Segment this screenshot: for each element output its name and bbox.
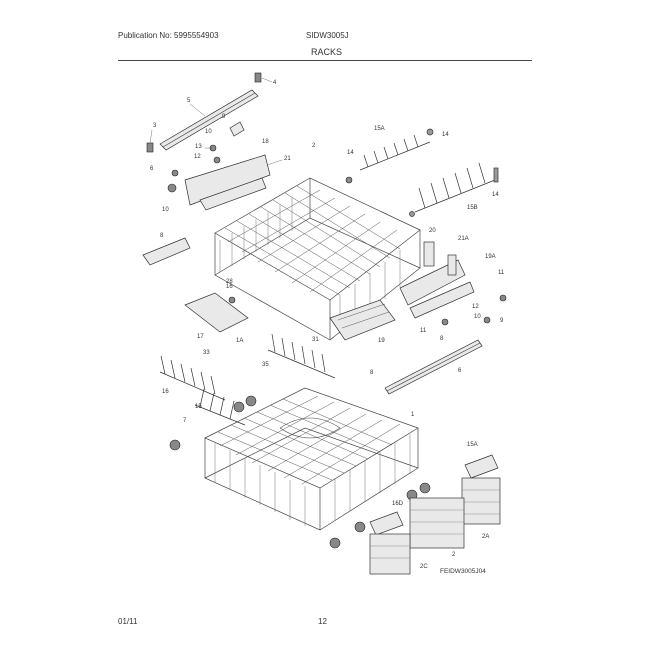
callout-16: 16 [226,284,233,290]
adjuster-part-13 [205,121,245,164]
callout-10-c: 10 [474,314,481,320]
upper-rack-part-2 [214,177,421,341]
basket-lid-part-15a [464,454,499,479]
rack-bracket-part-17 [184,292,249,333]
adjuster-arm-part-20 [423,241,457,276]
lower-rail-part-6 [384,339,483,395]
clip-part-3 [146,129,154,153]
rail-end-stop-part-4 [254,72,273,83]
callout-33: 33 [203,350,210,356]
footer-page-number: 12 [318,617,327,626]
callout-10-b: 10 [162,207,169,213]
callout-18: 18 [262,139,269,145]
callout-9-b: 9 [500,318,504,324]
adjuster-bracket-part-21 [184,154,283,211]
header-divider [118,60,532,61]
callout-13: 13 [195,144,202,150]
callout-12-b: 12 [472,304,479,310]
tine-row-part-33 [159,355,246,426]
callout-6: 6 [150,166,154,172]
callout-11: 11 [498,270,505,276]
callout-4: 4 [273,80,277,86]
callout-14-a: 14 [347,150,354,156]
basket-part-2 [409,497,465,549]
cutlery-tray-part-18 [329,299,396,341]
footer-date: 01/11 [118,617,138,626]
callout-8-b: 8 [440,336,444,342]
model-number: SIDW3005J [306,31,349,40]
wheel-part-8 [245,395,257,407]
rail-clip-part-8 [142,237,191,266]
publication-number: Publication No: 5995554903 [118,31,219,40]
callout-3: 3 [153,123,157,129]
callout-2c: 2C [420,564,428,570]
callout-21a: 21A [458,236,469,242]
callout-11-b: 11 [420,328,427,334]
callout-28: 28 [226,279,233,285]
callout-9: 9 [222,114,226,120]
callout-2: 2 [312,143,316,149]
tine-row-part-31 [267,333,336,379]
callout-31: 31 [312,337,319,343]
callout-10-a: 10 [205,129,212,135]
wheel-part-15 [233,401,245,413]
callout-5: 5 [187,98,191,104]
callout-1a: 1A [236,338,243,344]
basket-part-2c [369,533,411,575]
basket-part-2a [461,477,501,525]
image-code: FEIDW3005J04 [440,568,486,575]
callout-21: 21 [284,156,291,162]
callout-20: 20 [429,228,436,234]
lower-rack-part-1 [204,387,419,531]
callout-labels: 4 5 3 10 13 12 9 6 21 10 8 18 2 16 15A 1… [150,80,505,570]
pivot-part-14 [345,176,353,184]
callout-16-b: 16 [162,389,169,395]
wheel-part-7 [169,439,181,451]
callout-14-b: 14 [442,132,449,138]
callout-15: 15 [195,404,202,410]
callout-12: 12 [194,154,201,160]
callout-19: 19 [378,338,385,344]
callout-2-b: 2 [452,552,456,558]
callout-6-b: 6 [458,368,462,374]
lower-wheel-d [419,482,431,494]
tine-row-part-15b [409,162,499,217]
callout-15a: 15A [374,126,385,132]
callout-2a: 2A [482,534,489,540]
callout-8: 8 [160,233,164,239]
callout-16d: 16D [392,501,404,507]
callout-8-c: 8 [370,370,374,376]
callout-7: 7 [183,418,187,424]
basket-lid-part-16d [369,511,404,536]
cup-shelf-part-15a [359,128,434,171]
callout-14-c: 14 [492,192,499,198]
lower-wheel-b [354,521,366,533]
callout-35: 35 [262,362,269,368]
callout-1: 1 [411,412,415,418]
lower-wheel-a [329,537,341,549]
callout-19a: 19A [485,254,496,260]
callout-17: 17 [197,334,204,340]
wheel-part-6 [167,169,179,193]
callout-15b: 15B [467,205,478,211]
section-title: RACKS [311,47,343,57]
callout-15a-b: 15A [467,442,478,448]
upper-rail-part-5 [159,89,259,151]
